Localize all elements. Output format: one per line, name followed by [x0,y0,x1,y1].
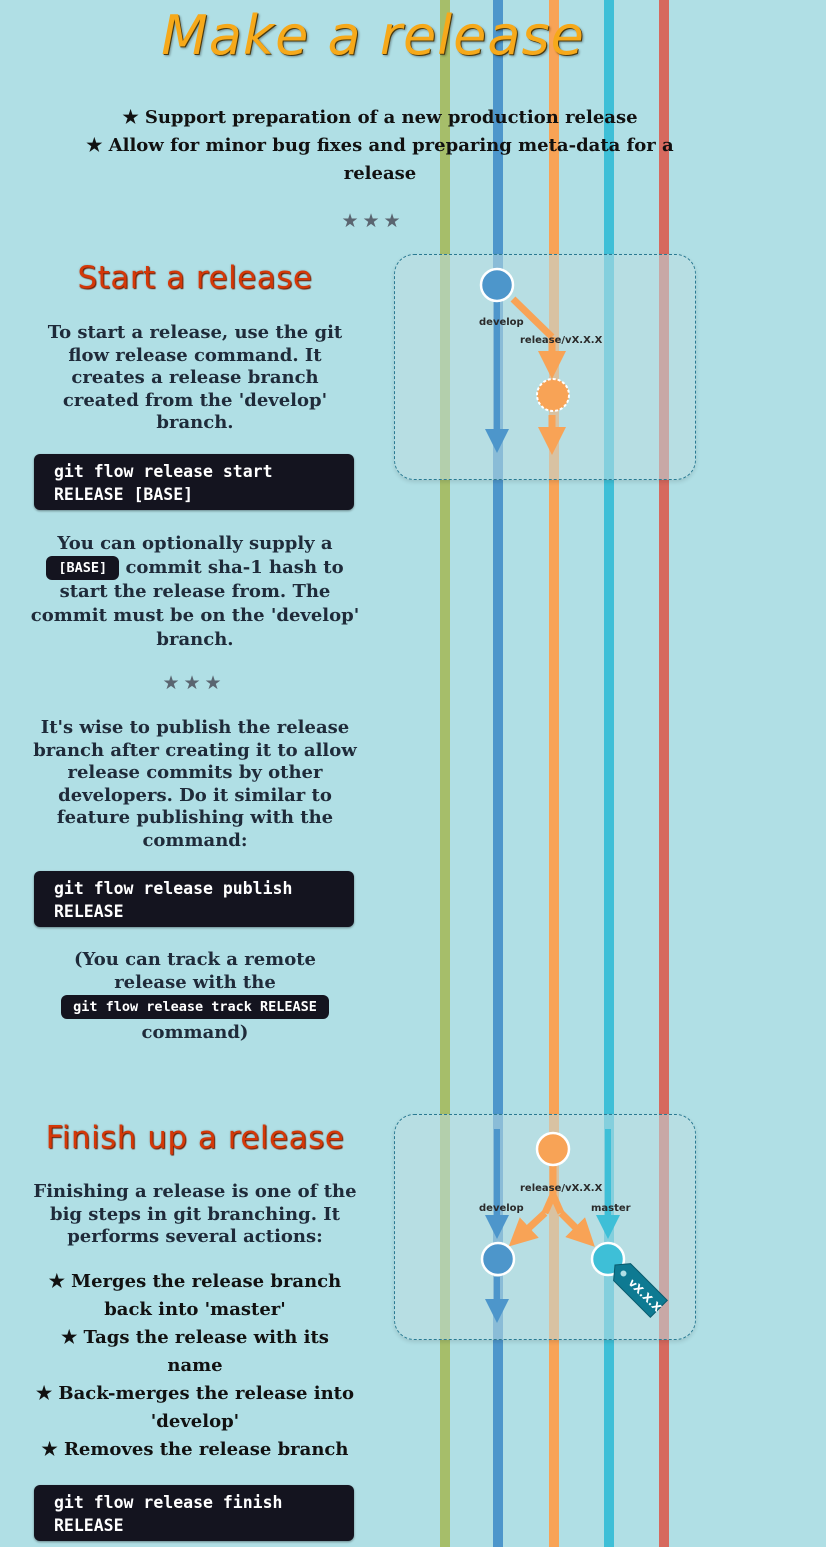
tag-icon: vX.X.X [613,1263,669,1319]
code-line: git flow release publish [54,879,293,898]
track-text-after: command) [141,1022,249,1043]
merge-to-develop-arrow [508,1210,548,1247]
finish-description: Finishing a release is one of the big st… [33,1181,357,1247]
finish-diagram-svg: vX.X.X release/vX.X.X develop master [479,1129,669,1323]
split-right [549,1193,565,1215]
start-diagram-svg: develop release/vX.X.X [479,267,603,455]
master-branch-line [604,0,614,1547]
finish-actions-list: ★ Merges the release branch back into 'm… [30,1268,360,1464]
code-line: RELEASE [54,902,124,921]
page-title: Make a release [161,4,585,67]
base-inline-code: [BASE] [46,556,120,580]
release-commit-node [536,378,570,412]
develop-commit-node [479,267,515,303]
divider-stars: ★★★ [162,672,226,694]
finish-command-block[interactable]: git flow release finish RELEASE [34,1485,354,1541]
publish-description: It's wise to publish the release branch … [33,717,357,851]
divider-stars: ★★★ [341,210,405,232]
support-branch-line [659,0,669,1547]
code-line: git flow release finish [54,1493,283,1512]
code-line: git flow release start [54,462,273,481]
develop-label: develop [479,317,524,328]
action-item: ★ Removes the release branch [41,1439,349,1460]
action-item: ★ Tags the release with its name [61,1327,329,1376]
track-description: (You can track a remote release with the… [40,948,350,1044]
start-description: To start a release, use the git flow rel… [47,322,343,433]
publish-command-block[interactable]: git flow release publish RELEASE [34,871,354,927]
intro-list: ★ Support preparation of a new productio… [60,104,700,188]
track-text-before: (You can track a remote release with the [74,949,316,993]
start-release-diagram: develop release/vX.X.X [394,254,696,480]
code-line: RELEASE [BASE] [54,485,194,504]
release-commit-node [535,1131,571,1167]
start-command-block[interactable]: git flow release start RELEASE [BASE] [34,454,354,510]
finish-section-title: Finish up a release [45,1120,345,1156]
merge-to-master-arrow [558,1210,595,1247]
action-item: ★ Back-merges the release into 'develop' [36,1383,354,1432]
master-label: master [591,1203,631,1214]
track-inline-code: git flow release track RELEASE [61,995,329,1019]
base-text-before: You can optionally supply a [57,533,333,554]
develop-branch-line [493,0,503,1547]
branch-connector [510,296,555,340]
base-text-after: commit sha-1 hash to start the release f… [30,557,360,650]
code-line: RELEASE [54,1516,124,1535]
hotfix-branch-line [440,0,450,1547]
intro-item: ★ Allow for minor bug fixes and preparin… [86,135,674,184]
action-item: ★ Merges the release branch back into 'm… [48,1271,342,1320]
release-branch-line [549,0,559,1547]
release-label: release/vX.X.X [520,1183,603,1194]
start-section-title: Start a release [77,260,313,296]
base-description: You can optionally supply a [BASE] commi… [30,532,360,652]
develop-label: develop [479,1203,524,1214]
release-label: release/vX.X.X [520,335,603,346]
develop-merge-node [480,1241,516,1277]
intro-item: ★ Support preparation of a new productio… [122,107,638,128]
finish-release-diagram: vX.X.X release/vX.X.X develop master [394,1114,696,1340]
